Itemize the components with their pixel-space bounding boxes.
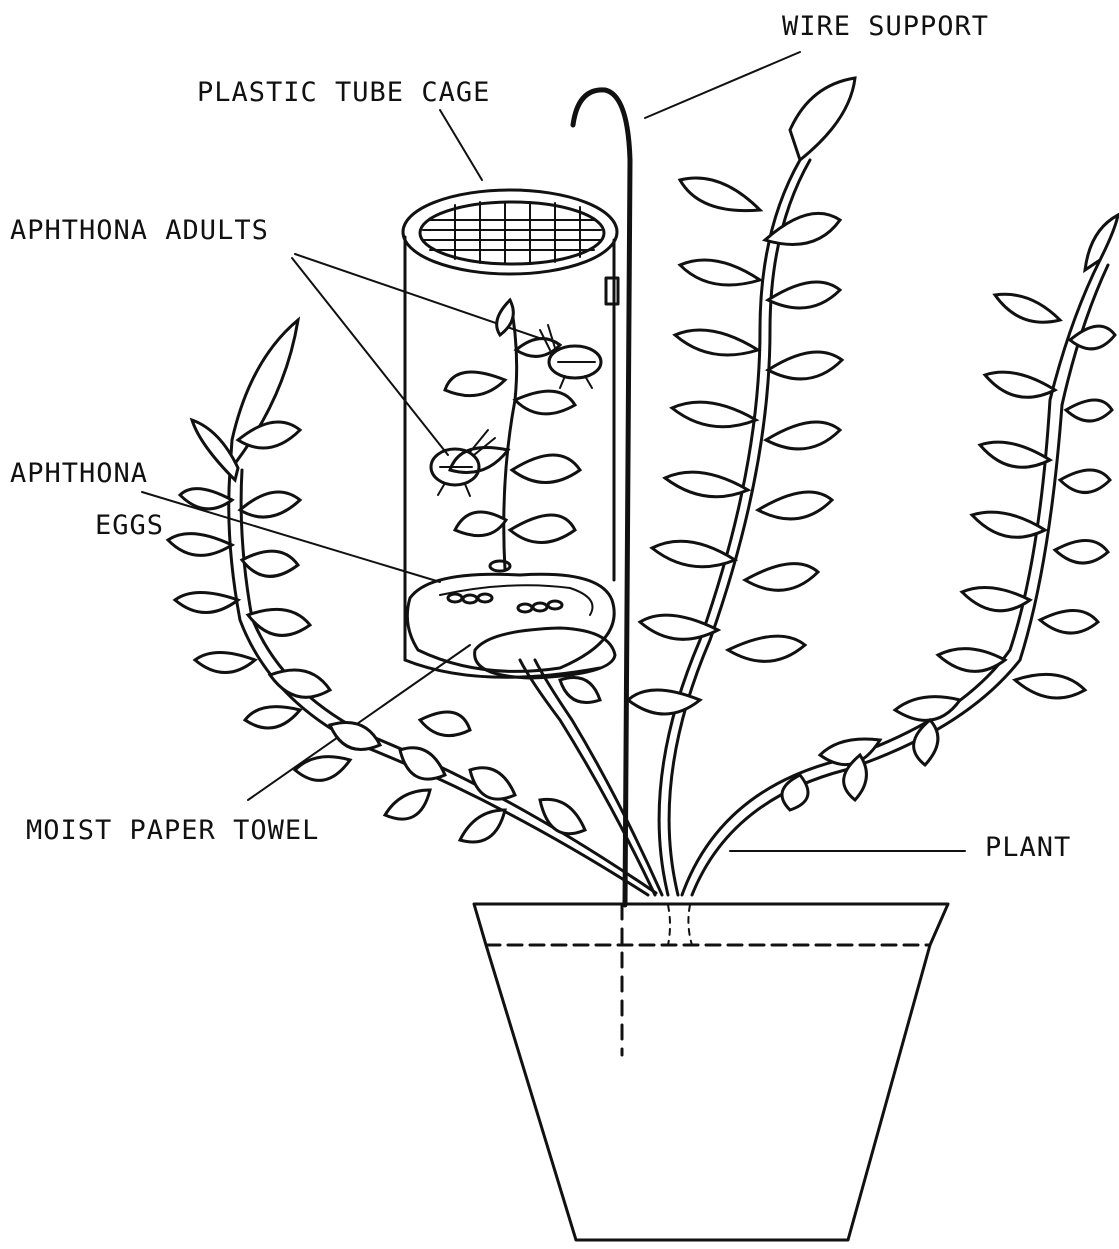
moist-paper-towel: [407, 574, 615, 678]
leader-lines: [142, 52, 965, 851]
leader-wire-support: [645, 52, 800, 118]
label-aphthona: APHTHONA: [10, 458, 148, 489]
beetle-1: [540, 325, 601, 388]
plant-leaves: [168, 78, 1118, 842]
pot: [474, 904, 948, 1240]
egg: [548, 601, 562, 609]
label-plastic-tube-cage: PLASTIC TUBE CAGE: [197, 77, 490, 108]
label-wire-support: WIRE SUPPORT: [782, 11, 989, 42]
root-hint: [668, 905, 670, 945]
cage-clip: [606, 278, 618, 304]
egg: [518, 604, 532, 612]
egg: [478, 594, 492, 602]
label-aphthona-adults: APHTHONA ADULTS: [10, 215, 269, 246]
pot-outline: [474, 904, 948, 1240]
caged-sprig: [445, 300, 580, 570]
root-hint: [688, 905, 692, 945]
labels: WIRE SUPPORT PLASTIC TUBE CAGE APHTHONA …: [10, 11, 1071, 863]
plant-stems: [229, 160, 1108, 895]
egg: [490, 561, 510, 571]
label-eggs: EGGS: [95, 510, 164, 541]
leader-adult-2: [292, 258, 448, 455]
cage-mesh-lid: [420, 202, 604, 264]
label-moist-paper-towel: MOIST PAPER TOWEL: [26, 815, 319, 846]
egg: [448, 594, 462, 602]
egg: [533, 603, 547, 611]
label-plant: PLANT: [985, 832, 1071, 863]
leader-tube-cage: [440, 110, 482, 180]
egg: [463, 595, 477, 603]
